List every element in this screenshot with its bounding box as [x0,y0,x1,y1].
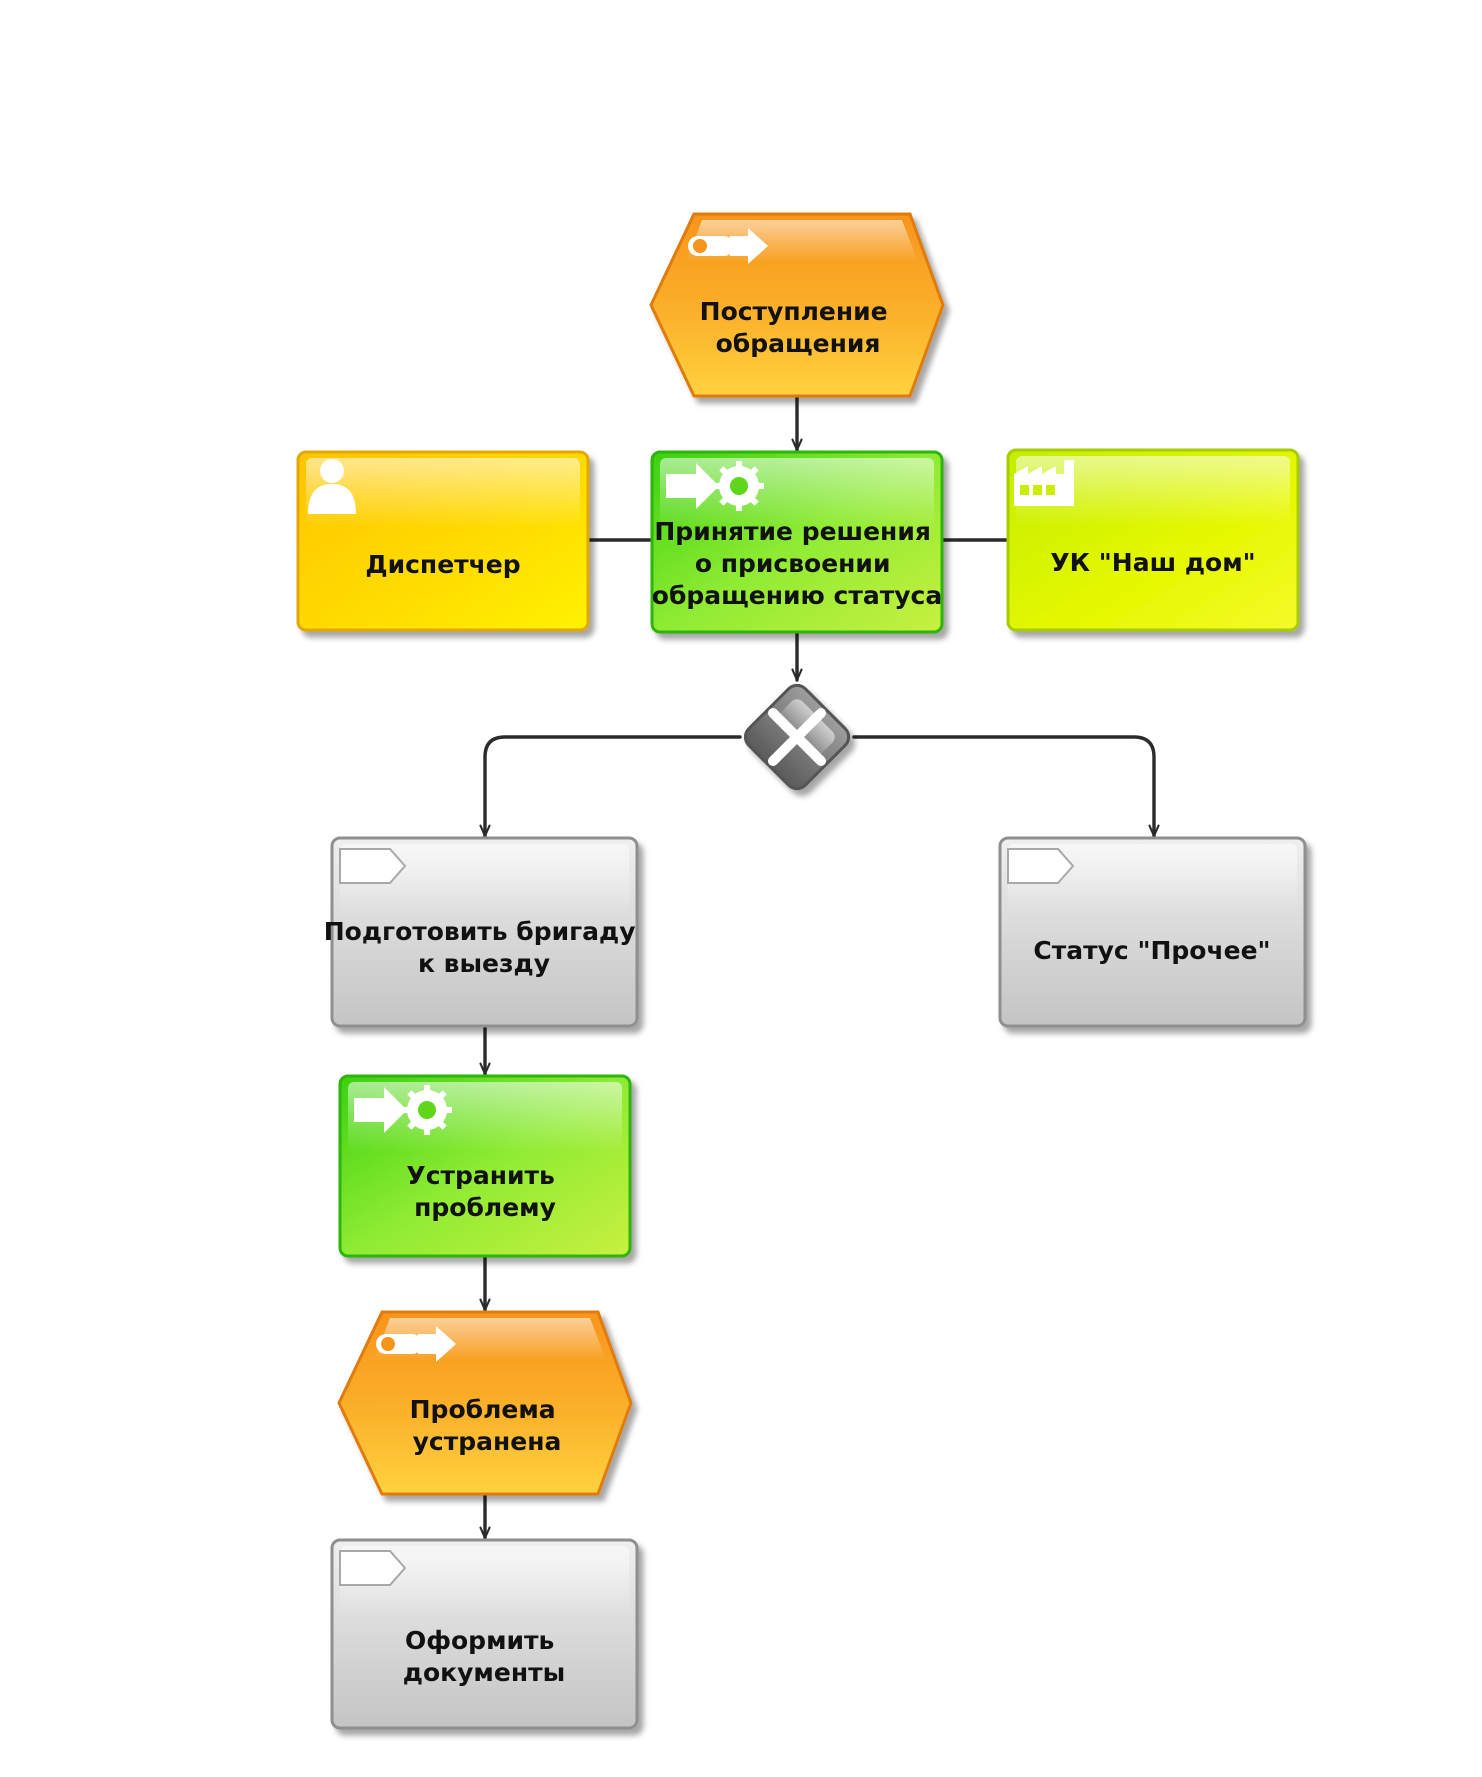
role-dispatcher-node[interactable] [296,450,590,632]
process-tab-icon [339,1550,407,1586]
process-docs-node[interactable] [330,1538,639,1730]
function-gear-icon [666,461,764,511]
process-tab-icon [1007,848,1075,884]
event-fixed-label: Проблема устранена [410,1395,565,1456]
function-decision-label: Принятие решения о присвоении обращению … [652,517,942,610]
close-x-icon [768,708,826,766]
factory-icon [1014,460,1074,506]
process-other-node[interactable] [998,836,1307,1028]
connectors [479,394,1160,1540]
function-gear-icon [354,1085,452,1135]
process-other-label: Статус "Прочее" [1033,936,1270,965]
org-uk-label: УК "Наш дом" [1050,548,1255,577]
process-tab-icon [339,848,407,884]
process-docs-label: Оформить документы [403,1626,565,1687]
role-dispatcher-label: Диспетчер [365,550,520,579]
connector-gateway-to-prepare [479,735,742,838]
function-fix-label: Устранить проблему [406,1161,563,1222]
process-prepare-label: Подготовить бригаду к выезду [324,917,645,978]
event-arrow-icon [688,228,768,264]
process-prepare-node[interactable] [330,836,639,1028]
org-uk-node[interactable] [1006,448,1300,632]
event-fixed-node[interactable] [337,1310,633,1496]
event-start-label: Поступление обращения [700,297,897,358]
event-arrow-icon [376,1326,456,1362]
connector-gateway-to-other [852,735,1160,838]
person-icon [308,459,356,514]
